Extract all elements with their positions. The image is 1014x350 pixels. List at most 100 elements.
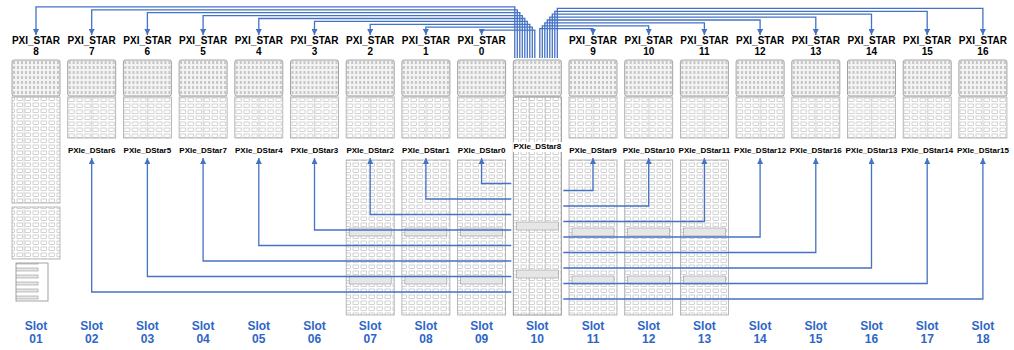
board-bar	[349, 228, 391, 236]
dstar-module: PXIe_DStar15	[956, 97, 1010, 158]
trigger-line	[563, 158, 927, 284]
trigger-label: PXIe_DStar15	[957, 146, 1009, 156]
trigger-label: PXI_STAR 15	[900, 35, 954, 57]
trigger-label: PXI_STAR 4	[232, 35, 286, 57]
trigger-line	[563, 158, 760, 237]
star-connector: PXI_STAR 13	[789, 35, 843, 96]
trigger-line	[315, 158, 512, 230]
star-connector: PXI_STAR 3	[288, 35, 342, 96]
star-connector: PXI_STAR 7	[65, 35, 119, 96]
module-grid	[903, 97, 951, 138]
board-bar	[461, 276, 503, 284]
lower-board	[402, 160, 450, 315]
module-connector	[123, 60, 171, 96]
module-grid	[569, 97, 617, 138]
trigger-line	[36, 7, 515, 58]
timing-divider	[545, 97, 546, 315]
module-connector	[903, 60, 951, 96]
dstar-module: PXIe_DStar3	[288, 97, 342, 158]
dstar-module: PXIe_DStar14	[900, 97, 954, 158]
module-connector	[458, 60, 506, 96]
lower-board	[346, 160, 394, 315]
slot-label: Slot 04	[185, 320, 221, 346]
timing-bar	[516, 270, 558, 278]
trigger-label: PXIe_DStar10	[623, 146, 675, 156]
trigger-line	[203, 16, 522, 58]
slot-label: Slot 16	[854, 320, 890, 346]
slot-label: Slot 02	[74, 320, 110, 346]
trigger-line	[563, 158, 816, 253]
trigger-label: PXIe_DStar1	[402, 146, 450, 156]
trigger-line	[547, 20, 760, 58]
trigger-label: PXIe_DStar16	[790, 146, 842, 156]
board-bar	[683, 276, 725, 284]
module-connector	[402, 60, 450, 96]
controller-port	[16, 263, 48, 301]
controller-grid	[12, 207, 60, 259]
trigger-label: PXIe_DStar14	[901, 146, 953, 156]
timing-module	[513, 97, 561, 315]
board-bar	[349, 276, 391, 284]
trigger-line	[563, 158, 593, 191]
trigger-label: PXI_STAR 7	[65, 35, 119, 57]
board-bar	[572, 228, 614, 236]
trigger-label: PXIe_DStar8	[513, 142, 563, 152]
module-grid	[235, 97, 283, 138]
trigger-label: PXIe_DStar5	[124, 146, 172, 156]
trigger-line	[370, 158, 511, 215]
module-connector	[179, 60, 227, 96]
module-grid	[68, 97, 116, 138]
module-grid	[458, 97, 506, 138]
dstar-module: PXIe_DStar11	[677, 97, 731, 158]
slot-label: Slot 08	[408, 320, 444, 346]
module-grid	[291, 97, 339, 138]
trigger-label: PXI_STAR 14	[845, 35, 899, 57]
trigger-label: PXI_STAR 5	[176, 35, 230, 57]
star-connector: PXI_STAR 15	[900, 35, 954, 96]
trigger-line	[482, 158, 512, 184]
dstar-module: PXIe_DStar6	[65, 97, 119, 158]
trigger-label: PXIe_DStar3	[291, 146, 339, 156]
dstar-module: PXIe_DStar0	[455, 97, 509, 158]
module-connector	[680, 60, 728, 96]
dstar-module: PXIe_DStar4	[232, 97, 286, 158]
star-connector: PXI_STAR 0	[455, 35, 509, 96]
trigger-label: PXI_STAR 6	[120, 35, 174, 57]
controller-grid	[12, 97, 60, 203]
trigger-label: PXIe_DStar13	[845, 146, 897, 156]
trigger-label: PXI_STAR 11	[677, 35, 731, 57]
slot-label: Slot 14	[742, 320, 778, 346]
trigger-line	[259, 19, 525, 59]
dstar-module: PXIe_DStar13	[845, 97, 899, 158]
trigger-label: PXI_STAR 8	[9, 35, 63, 57]
star-connector: PXI_STAR 4	[232, 35, 286, 96]
trigger-label: PXI_STAR 3	[288, 35, 342, 57]
trigger-label: PXIe_DStar7	[179, 146, 227, 156]
module-connector	[346, 60, 394, 96]
trigger-label: PXI_STAR 9	[566, 35, 620, 57]
module-connector	[235, 60, 283, 96]
module-grid	[625, 97, 673, 138]
module-connector	[625, 60, 673, 96]
timing-module: PXIe_DStar8	[511, 58, 563, 315]
trigger-label: PXIe_DStar2	[346, 146, 394, 156]
lower-board	[625, 160, 673, 315]
trigger-line	[552, 14, 871, 58]
module-connector	[513, 60, 561, 96]
module-connector	[848, 60, 896, 96]
slot-label: Slot 17	[909, 320, 945, 346]
dstar-module: PXIe_DStar1	[399, 97, 453, 158]
trigger-line	[550, 17, 816, 58]
slot-label: Slot 06	[297, 320, 333, 346]
module-grid	[736, 97, 784, 138]
trigger-line	[555, 11, 927, 58]
star-connector: PXI_STAR 10	[622, 35, 676, 96]
board-bar	[405, 228, 447, 236]
module-grid	[179, 97, 227, 138]
slot-label: Slot 13	[686, 320, 722, 346]
trigger-label: PXIe_DStar11	[679, 146, 731, 156]
board-bar	[628, 228, 670, 236]
slot-label: Slot 07	[352, 320, 388, 346]
module-connector	[959, 60, 1007, 96]
